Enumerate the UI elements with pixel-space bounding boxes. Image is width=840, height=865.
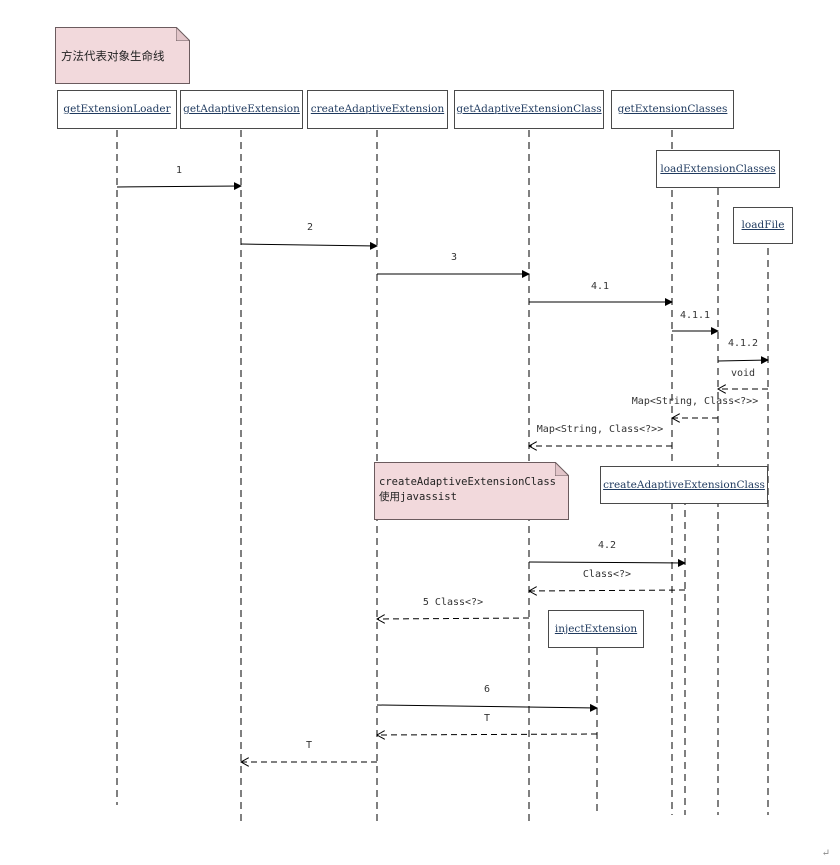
javassist-note-fold bbox=[555, 462, 569, 476]
arrow-4-1-2 bbox=[717, 356, 769, 365]
arrow-1 bbox=[116, 182, 242, 191]
arrow-6 bbox=[376, 703, 598, 712]
label-2: 2 bbox=[307, 222, 313, 233]
return-arrows bbox=[241, 389, 768, 762]
label-6: 6 bbox=[484, 684, 490, 695]
return-T-inner bbox=[377, 734, 598, 735]
object-getAdaptiveExtensionClass: getAdaptiveExtensionClass bbox=[454, 90, 604, 129]
label-class: Class<?> bbox=[583, 569, 631, 580]
label-void: void bbox=[731, 368, 755, 379]
return-class bbox=[529, 590, 686, 591]
label-1: 1 bbox=[176, 165, 182, 176]
label-T-outer: T bbox=[306, 740, 312, 751]
arrow-2 bbox=[240, 241, 378, 250]
label-4-2: 4.2 bbox=[598, 540, 616, 551]
object-getExtensionLoader: getExtensionLoader bbox=[57, 90, 177, 129]
call-arrows bbox=[116, 182, 769, 712]
object-createAdaptiveExtensionClass: createAdaptiveExtensionClass bbox=[600, 466, 768, 504]
object-getExtensionClasses: getExtensionClasses bbox=[611, 90, 734, 129]
return-5 bbox=[377, 618, 530, 619]
lifeline-note: 方法代表对象生命线 bbox=[55, 27, 190, 84]
object-loadExtensionClasses: loadExtensionClasses bbox=[656, 150, 780, 188]
label-map-outer: Map<String, Class<?>> bbox=[537, 424, 663, 435]
lifeline-note-fold bbox=[176, 27, 190, 41]
paragraph-mark: ↵ bbox=[821, 848, 830, 859]
object-createAdaptiveExtension: createAdaptiveExtension bbox=[307, 90, 448, 129]
label-5: 5 Class<?> bbox=[423, 597, 483, 608]
javassist-note: createAdaptiveExtensionClass 使用javassist bbox=[374, 462, 569, 520]
object-getAdaptiveExtension: getAdaptiveExtension bbox=[180, 90, 303, 129]
arrow-4-2 bbox=[528, 558, 686, 567]
object-loadFile: loadFile bbox=[733, 207, 793, 244]
object-injectExtension: injectExtension bbox=[548, 610, 644, 648]
label-map-inner: Map<String, Class<?>> bbox=[632, 396, 758, 407]
label-4-1-2: 4.1.2 bbox=[728, 338, 758, 349]
label-3: 3 bbox=[451, 252, 457, 263]
message-labels: 1 2 3 4.1 4.1.1 4.1.2 void Map<String, C… bbox=[176, 165, 758, 751]
label-4-1: 4.1 bbox=[591, 281, 609, 292]
label-4-1-1: 4.1.1 bbox=[680, 310, 710, 321]
label-T-inner: T bbox=[484, 713, 490, 724]
